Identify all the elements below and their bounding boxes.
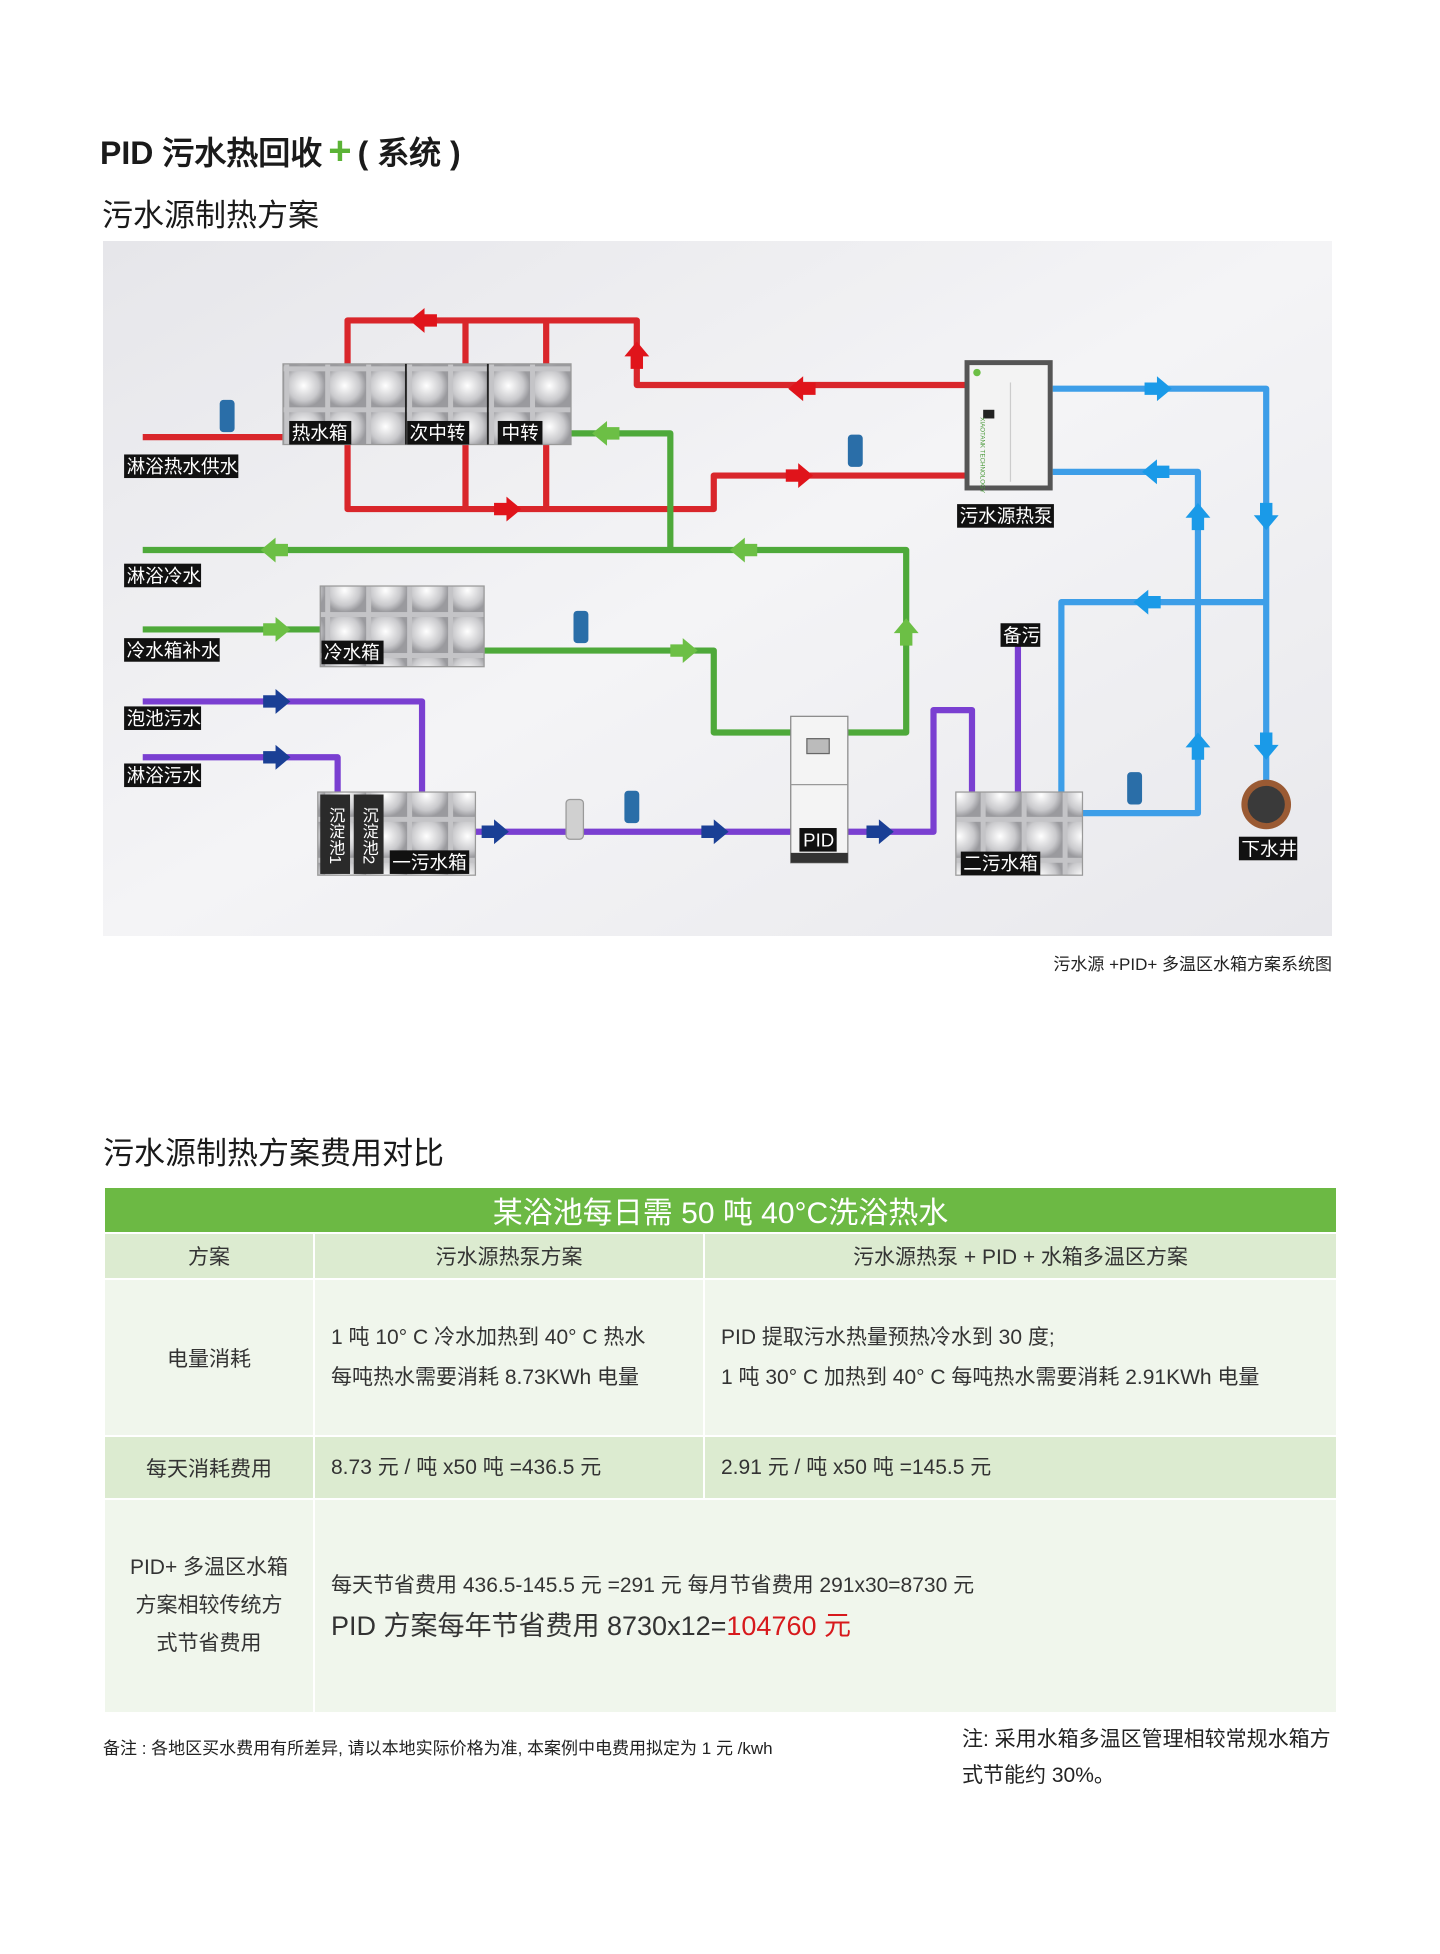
label-settling-1: 沉淀池1: [326, 807, 345, 864]
pump-icon: [624, 790, 640, 824]
table-cell: 1 吨 10° C 冷水加热到 40° C 热水每吨热水需要消耗 8.73KWh…: [313, 1278, 705, 1437]
arrow-right-icon: [701, 819, 729, 845]
cell-line: 每吨热水需要消耗 8.73KWh 电量: [331, 1365, 640, 1389]
heat-pump-unit: XIAOTANK TECHNOLOGY: [964, 360, 1053, 493]
title-plus: +: [328, 129, 352, 173]
label-line: 式节省费用: [156, 1632, 262, 1655]
label-shower-cold: 淋浴冷水: [127, 565, 202, 586]
pump-icon: [847, 434, 863, 467]
arrow-left-icon: [409, 308, 437, 333]
label-cold-tank-makeup: 冷水箱补水: [127, 640, 220, 661]
drain-well-icon: [1241, 779, 1292, 830]
label-cold-tank: 冷水箱: [324, 642, 380, 663]
cell-line: PID 提取污水热量预热冷水到 30 度;: [721, 1325, 1055, 1349]
label-standby-sewage: 备污: [1003, 625, 1040, 646]
cell-line: 1 吨 30° C 加热到 40° C 每吨热水需要消耗 2.91KWh 电量: [721, 1365, 1260, 1389]
column-header: 污水源热泵方案: [313, 1232, 705, 1280]
heat-pump-brand: XIAOTANK TECHNOLOGY: [979, 417, 986, 493]
flow-arrows: [260, 308, 1279, 845]
row-label: 电量消耗: [103, 1278, 315, 1437]
pump-icon: [1127, 772, 1143, 805]
pump-icon: [573, 610, 589, 644]
column-header: 方案: [103, 1232, 315, 1280]
table-cell: 8.73 元 / 吨 x50 吨 =436.5 元: [313, 1435, 705, 1500]
savings-yearly-value: 104760 元: [726, 1611, 851, 1641]
arrow-right-icon: [263, 689, 291, 714]
diagram-background: [103, 241, 1332, 936]
page-title: PID 污水热回收+( 系统 ): [100, 128, 461, 174]
table-row: 电量消耗 1 吨 10° C 冷水加热到 40° C 热水每吨热水需要消耗 8.…: [103, 1278, 1338, 1437]
savings-daily-monthly: 每天节省费用 436.5-145.5 元 =291 元 每月节省费用 291x3…: [331, 1574, 975, 1597]
table-cell: 2.91 元 / 吨 x50 吨 =145.5 元: [703, 1435, 1338, 1500]
savings-yearly-formula: PID 方案每年节省费用 8730x12=: [331, 1611, 727, 1641]
section-heading-scheme: 污水源制热方案: [102, 198, 319, 233]
cost-comparison-table: 某浴池每日需 50 吨 40°C洗浴热水 方案 污水源热泵方案 污水源热泵 + …: [103, 1186, 1338, 1714]
label-sewage-tank-1: 一污水箱: [392, 852, 466, 873]
diagram-caption: 污水源 +PID+ 多温区水箱方案系统图: [1053, 955, 1332, 974]
arrow-left-icon: [592, 420, 620, 446]
savings-cell: 每天节省费用 436.5-145.5 元 =291 元 每月节省费用 291x3…: [313, 1498, 1338, 1714]
table-header-row: 方案 污水源热泵方案 污水源热泵 + PID + 水箱多温区方案: [103, 1232, 1338, 1280]
title-suffix: ( 系统 ): [357, 135, 461, 171]
title-main: PID 污水热回收: [100, 135, 323, 171]
table-cell: PID 提取污水热量预热冷水到 30 度; 1 吨 30° C 加热到 40° C…: [703, 1278, 1338, 1437]
arrow-right-icon: [866, 819, 894, 845]
arrow-right-icon: [263, 744, 291, 770]
arrow-left-icon: [788, 376, 816, 402]
label-hot-tank: 热水箱: [292, 423, 348, 444]
row-label: PID+ 多温区水箱方案相较传统方式节省费用: [103, 1498, 315, 1714]
settling-tank-1: [320, 794, 351, 874]
arrow-right-icon: [785, 463, 814, 488]
filter-icon: [565, 798, 585, 840]
label-transfer: 中转: [501, 423, 538, 444]
section-heading-cost: 污水源制热方案费用对比: [103, 1136, 444, 1171]
row-label: 每天消耗费用: [103, 1435, 315, 1500]
label-secondary-transfer: 次中转: [410, 423, 466, 444]
arrow-up-icon: [624, 341, 650, 369]
energy-saving-note: 注: 采用水箱多温区管理相较常规水箱方式节能约 30%。: [962, 1728, 1331, 1787]
label-sewage-tank-2: 二污水箱: [963, 853, 1037, 874]
pump-icon: [219, 399, 235, 433]
arrow-up-icon: [893, 618, 919, 646]
label-settling-2: 沉淀池2: [360, 807, 379, 864]
label-heat-pump: 污水源热泵: [960, 506, 1053, 527]
arrow-right-icon: [481, 819, 509, 845]
pumps: [219, 399, 1143, 840]
table-caption: 某浴池每日需 50 吨 40°C洗浴热水: [103, 1186, 1338, 1234]
column-header: 污水源热泵 + PID + 水箱多温区方案: [703, 1232, 1338, 1280]
cell-line: 1 吨 10° C 冷水加热到 40° C 热水: [331, 1325, 646, 1349]
arrow-right-icon: [494, 496, 522, 522]
label-pool-sewage: 泡池污水: [127, 708, 202, 729]
label-pid: PID: [803, 830, 834, 851]
label-line: 方案相较传统方: [135, 1594, 283, 1617]
label-drain-well: 下水井: [1241, 838, 1297, 859]
settling-tank-2: [353, 794, 384, 874]
table-row: 每天消耗费用 8.73 元 / 吨 x50 吨 =436.5 元 2.91 元 …: [103, 1435, 1338, 1500]
arrow-right-icon: [670, 638, 698, 663]
table-row: PID+ 多温区水箱方案相较传统方式节省费用 每天节省费用 436.5-145.…: [103, 1498, 1338, 1714]
savings-yearly: PID 方案每年节省费用 8730x12=104760 元: [331, 1606, 1336, 1646]
label-shower-hot-supply: 淋浴热水供水: [127, 456, 239, 477]
diagram-labels: 淋浴热水供水 热水箱 次中转 中转 淋浴冷水 冷水箱补水 冷水箱 泡池污水 淋浴…: [124, 420, 1298, 876]
discharge-pipes: [1052, 385, 1270, 817]
remark-note: 备注 : 各地区买水费用有所差异, 请以本地实际价格为准, 本案例中电费用拟定为…: [103, 1739, 773, 1758]
arrow-left-icon: [1142, 459, 1170, 485]
system-diagram: XIAOTANK TECHNOLOGY 淋浴热水供水 热水箱 次中转 中转 淋浴…: [103, 241, 1332, 936]
sewage-pipes: [142, 645, 1022, 835]
label-line: PID+ 多温区水箱: [129, 1556, 289, 1579]
arrow-right-icon: [1144, 376, 1172, 402]
label-shower-sewage: 淋浴污水: [127, 765, 202, 786]
